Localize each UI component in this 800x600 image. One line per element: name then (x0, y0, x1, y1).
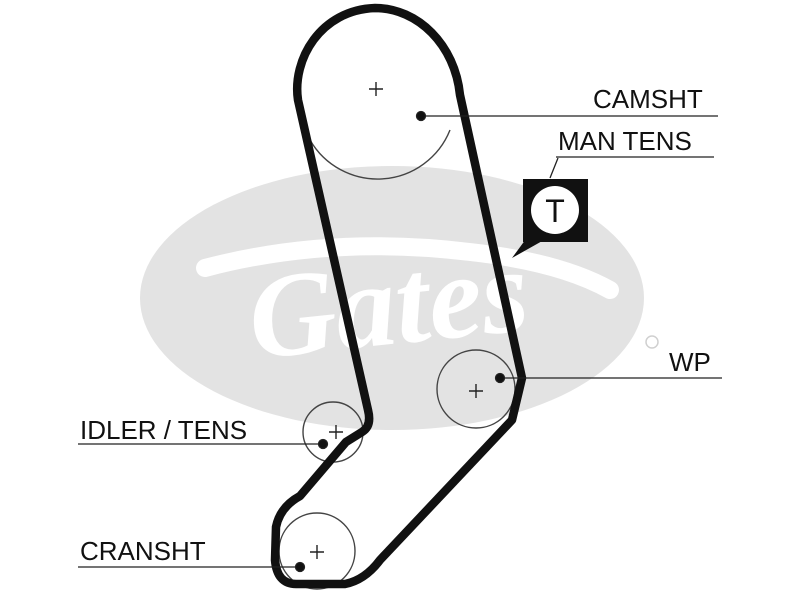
idler-leader-dot (317, 438, 329, 450)
idler-tensioner-label: IDLER / TENS (80, 415, 247, 445)
registered-mark-icon (645, 335, 659, 349)
crankshaft-leader-dot (294, 561, 306, 573)
idler-center-cross (329, 425, 343, 439)
tensioner-arrow-tip (512, 228, 544, 258)
tensioner-circle (531, 186, 579, 234)
water-pump-pulley (436, 349, 516, 429)
manual-tensioner-label: MAN TENS (558, 126, 692, 156)
camshaft-leader-dot (415, 110, 427, 122)
watermark-swoosh (196, 237, 619, 299)
leader-lines (78, 110, 722, 573)
water-pump-label: WP (669, 347, 711, 377)
crankshaft-label: CRANSHT (80, 536, 206, 566)
camshaft-center-cross (369, 82, 383, 96)
watermark-text: Gates (242, 223, 534, 385)
timing-belt (270, 3, 527, 589)
crankshaft-center-cross (310, 545, 324, 559)
tensioner-symbol-letter: T (545, 193, 565, 229)
water-pump-center-cross (469, 384, 483, 398)
tensioner-leader-line (549, 157, 559, 179)
manual-tensioner-symbol: T (512, 157, 588, 258)
pulley-centers (310, 82, 483, 559)
camshaft-label: CAMSHT (593, 84, 703, 114)
water-pump-leader-dot (494, 372, 506, 384)
camshaft-pulley (309, 129, 451, 180)
brand-watermark: Gates (140, 166, 659, 430)
